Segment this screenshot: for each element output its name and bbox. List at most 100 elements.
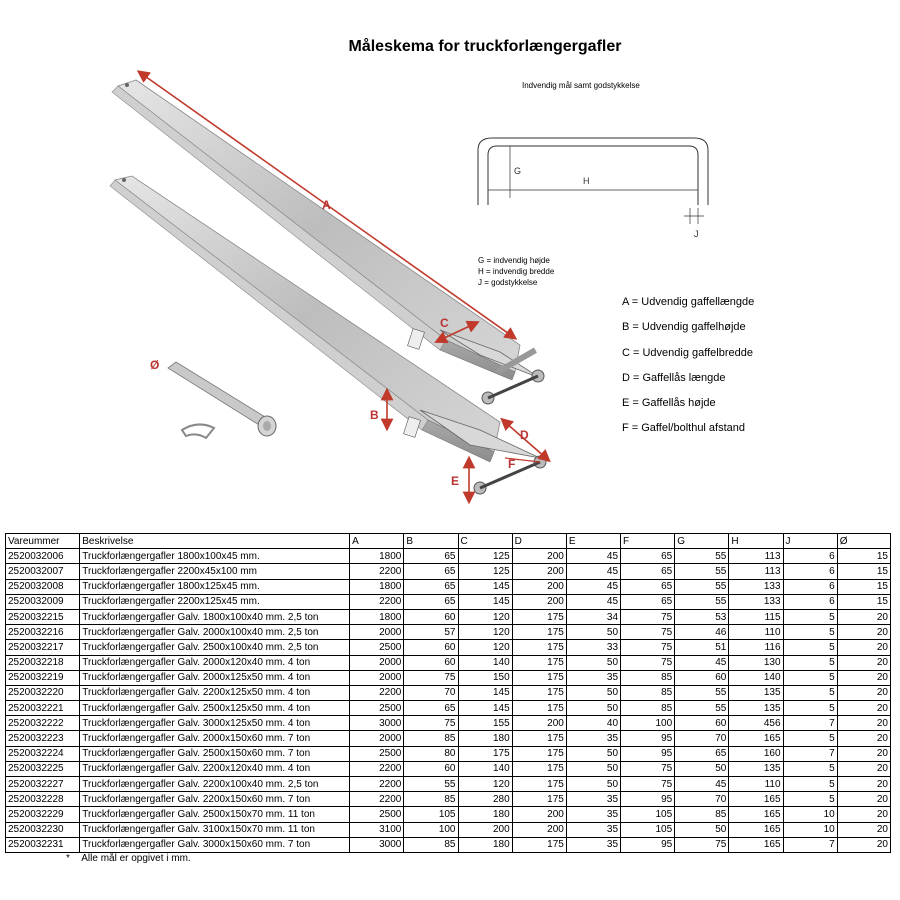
- table-cell: 45: [674, 654, 730, 671]
- table-cell: 5: [782, 760, 838, 778]
- table-cell: 175: [511, 639, 567, 656]
- cross-section-diagram: [477, 137, 709, 224]
- table-cell: 2520032217: [4, 639, 81, 656]
- table-cell: 2000: [349, 730, 405, 747]
- table-cell: 20: [836, 791, 892, 808]
- table-cell: 35: [565, 669, 622, 686]
- table-cell: 33: [565, 639, 622, 656]
- table-cell: 85: [620, 669, 676, 686]
- legend-item-c: C = Udvendig gaffelbredde: [622, 346, 753, 359]
- table-cell: 7: [782, 745, 838, 762]
- table-cell: 200: [511, 563, 567, 580]
- table-cell: 65: [620, 548, 676, 565]
- table-cell: 35: [565, 806, 622, 823]
- table-cell: 20: [836, 730, 892, 747]
- table-cell: Truckforlængergafler Galv. 3100x150x70 m…: [79, 821, 351, 838]
- table-cell: 165: [728, 730, 784, 747]
- dimension-label-f: F: [508, 457, 516, 471]
- table-cell: 100: [403, 821, 459, 838]
- table-header-cell: D: [511, 532, 567, 550]
- table-cell: 175: [511, 791, 567, 808]
- table-cell: 60: [403, 639, 459, 656]
- table-cell: 165: [728, 836, 784, 853]
- page-title: Måleskema for truckforlængergafler: [348, 38, 622, 55]
- table-cell: 20: [836, 654, 892, 671]
- table-cell: 2200: [349, 760, 405, 778]
- table-cell: 140: [728, 669, 784, 686]
- table-cell: 110: [728, 775, 784, 793]
- table-cell: 2520032225: [4, 760, 81, 778]
- section-label-h: H: [583, 176, 590, 186]
- table-header-cell: B: [403, 532, 459, 550]
- table-cell: 65: [620, 563, 676, 580]
- table-cell: 2520032229: [4, 806, 81, 823]
- table-cell: 165: [728, 821, 784, 838]
- table-cell: 105: [620, 821, 676, 838]
- table-cell: 175: [511, 608, 567, 626]
- table-cell: 180: [457, 836, 513, 853]
- legend-item-f: F = Gaffel/bolthul afstand: [622, 422, 746, 435]
- table-cell: 120: [457, 624, 513, 641]
- table-cell: 75: [620, 654, 676, 671]
- legend-item-e: E = Gaffellås højde: [622, 397, 716, 410]
- table-cell: 2520032224: [4, 745, 81, 762]
- table-cell: 175: [511, 654, 567, 671]
- table-cell: 6: [782, 578, 838, 595]
- table-cell: 2520032222: [4, 715, 81, 732]
- table-cell: 20: [836, 624, 892, 641]
- table-cell: 2520032228: [4, 791, 81, 808]
- table-cell: 35: [565, 791, 622, 808]
- table-cell: 200: [511, 593, 567, 610]
- table-cell: 20: [836, 700, 892, 717]
- table-cell: 65: [674, 745, 730, 762]
- table-cell: 35: [565, 836, 622, 853]
- table-cell: 40: [565, 715, 622, 732]
- table-cell: 60: [674, 669, 730, 686]
- table-cell: 15: [836, 563, 892, 580]
- table-cell: 2520032230: [4, 821, 81, 838]
- table-header-cell: Beskrivelse: [79, 532, 351, 550]
- table-cell: 2520032221: [4, 700, 81, 717]
- table-cell: 60: [403, 760, 459, 778]
- table-cell: 145: [457, 700, 513, 717]
- table-cell: 140: [457, 654, 513, 671]
- table-cell: 50: [565, 775, 622, 793]
- table-cell: 2520032218: [4, 654, 81, 671]
- table-cell: 2520032223: [4, 730, 81, 747]
- table-cell: 133: [728, 578, 784, 595]
- table-cell: 125: [457, 563, 513, 580]
- legend-item-b: B = Udvendig gaffelhøjde: [622, 321, 746, 334]
- legend-item-a: A = Udvendig gaffellængde: [622, 296, 755, 308]
- table-cell: 6: [782, 563, 838, 580]
- footnote-text: Alle mål er opgivet i mm.: [81, 853, 191, 864]
- table-cell: Truckforlængergafler Galv. 2200x125x50 m…: [79, 684, 351, 702]
- table-cell: 20: [836, 715, 892, 732]
- table-cell: 45: [674, 775, 730, 793]
- table-cell: 2000: [349, 669, 405, 686]
- table-cell: 15: [836, 593, 892, 610]
- table-cell: 175: [511, 836, 567, 853]
- table-cell: 50: [565, 624, 622, 641]
- table-cell: 150: [457, 669, 513, 686]
- table-cell: 5: [782, 775, 838, 793]
- table-cell: 140: [457, 760, 513, 778]
- table-cell: 50: [674, 821, 730, 838]
- table-cell: Truckforlængergafler Galv. 2200x150x60 m…: [79, 791, 351, 808]
- table-cell: 5: [782, 684, 838, 702]
- table-cell: Truckforlængergafler Galv. 2000x120x40 m…: [79, 654, 351, 671]
- table-cell: 1800: [349, 578, 405, 595]
- table-cell: 65: [403, 563, 459, 580]
- table-cell: 35: [565, 730, 622, 747]
- table-cell: 80: [403, 745, 459, 762]
- table-header-cell: Ø: [836, 532, 892, 550]
- table-cell: 75: [403, 715, 459, 732]
- table-cell: 175: [511, 669, 567, 686]
